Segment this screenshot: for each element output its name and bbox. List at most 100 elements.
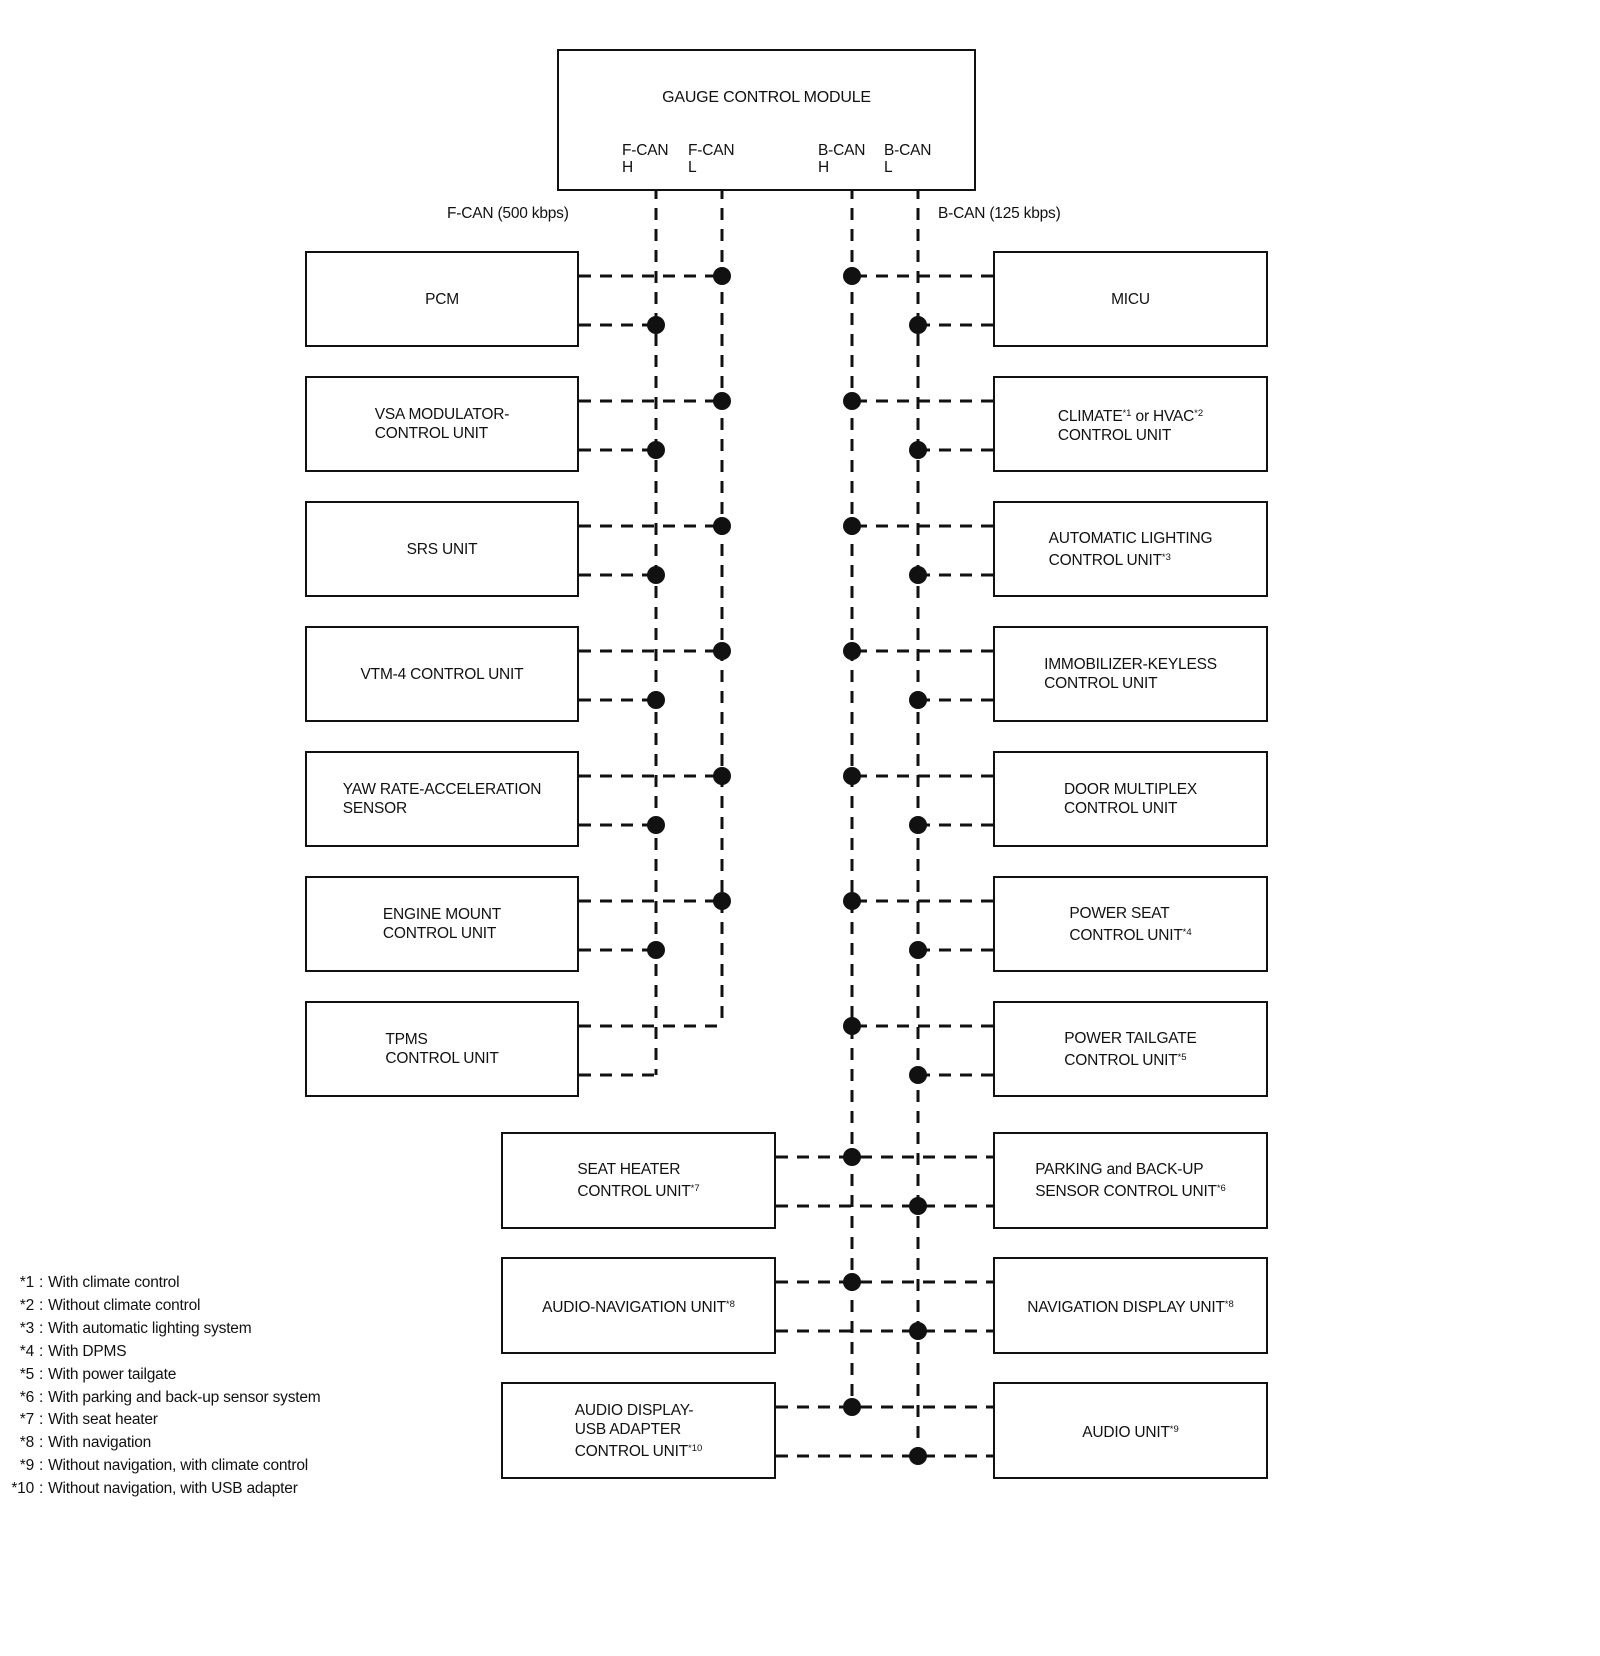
footnote-reference: *1 bbox=[1122, 407, 1132, 419]
footnote-item: *10:Without navigation, with USB adapter bbox=[4, 1478, 321, 1501]
footnote-item: *3:With automatic lighting system bbox=[4, 1318, 321, 1341]
footnote-marker: *7 bbox=[19, 1411, 34, 1429]
footnote-text: With seat heater bbox=[48, 1411, 158, 1429]
junction-dot bbox=[909, 941, 927, 959]
footnote-colon: : bbox=[39, 1388, 44, 1406]
footnote-colon: : bbox=[39, 1457, 44, 1475]
pin-bus-label: B-CAN bbox=[818, 142, 866, 159]
footnote-colon: : bbox=[39, 1411, 44, 1429]
unit-box-micu: MICU bbox=[993, 251, 1268, 347]
footnote-reference: *8 bbox=[1224, 1298, 1234, 1310]
pin-wire-label: H bbox=[818, 158, 829, 176]
unit-box-label: AUDIO UNIT*9 bbox=[1082, 1423, 1179, 1441]
unit-box-navigation-display-unit-8: NAVIGATION DISPLAY UNIT*8 bbox=[993, 1257, 1268, 1354]
footnote-text: With DPMS bbox=[48, 1342, 127, 1360]
junction-dot bbox=[843, 267, 861, 285]
footnote-item: *9:Without navigation, with climate cont… bbox=[4, 1455, 321, 1478]
unit-box-label: AUDIO-NAVIGATION UNIT*8 bbox=[542, 1298, 735, 1316]
junction-dot bbox=[713, 392, 731, 410]
footnote-marker: *5 bbox=[19, 1365, 34, 1383]
pin-bus-label: B-CAN bbox=[884, 142, 932, 159]
gauge-control-module-title: GAUGE CONTROL MODULE bbox=[662, 89, 871, 106]
footnote-marker: *1 bbox=[19, 1274, 34, 1291]
footnote-reference: *9 bbox=[1169, 1423, 1179, 1435]
junction-dot bbox=[909, 1066, 927, 1084]
junction-dot bbox=[647, 441, 665, 459]
footnote-reference: *2 bbox=[1194, 407, 1204, 419]
footnote-marker: *9 bbox=[19, 1457, 34, 1475]
junction-dot bbox=[909, 316, 927, 334]
unit-box-label: MICU bbox=[1111, 290, 1150, 308]
unit-box-vtm-4-control-unit: VTM-4 CONTROL UNIT bbox=[305, 626, 579, 722]
footnote-colon: : bbox=[39, 1365, 44, 1383]
junction-dot bbox=[647, 941, 665, 959]
footnote-text: Without navigation, with climate control bbox=[48, 1457, 309, 1475]
junction-dot bbox=[909, 1447, 927, 1465]
footnote-colon: : bbox=[39, 1434, 44, 1452]
junction-dot bbox=[843, 1017, 861, 1035]
unit-box-pcm: PCM bbox=[305, 251, 579, 347]
unit-box-srs-unit: SRS UNIT bbox=[305, 501, 579, 597]
pin-bus-label: F-CAN bbox=[688, 142, 735, 159]
footnote-marker: *6 bbox=[19, 1388, 34, 1406]
unit-box-label: SRS UNIT bbox=[406, 540, 478, 558]
footnote-marker: *3 bbox=[19, 1319, 34, 1337]
footnote-reference: *5 bbox=[1177, 1051, 1187, 1063]
footnote-item: *5:With power tailgate bbox=[4, 1364, 321, 1387]
junction-dot bbox=[843, 1273, 861, 1291]
pin-wire-label: L bbox=[884, 158, 893, 176]
junction-dot bbox=[713, 892, 731, 910]
pin-wire-label: H bbox=[622, 158, 633, 176]
junction-dot bbox=[647, 816, 665, 834]
unit-box-label: PCM bbox=[425, 290, 459, 308]
junction-dot bbox=[843, 767, 861, 785]
pin-bus-label: F-CAN bbox=[622, 142, 669, 159]
footnote-text: With climate control bbox=[48, 1274, 180, 1291]
footnote-reference: *4 bbox=[1182, 926, 1192, 938]
junction-dot bbox=[843, 392, 861, 410]
junction-dot bbox=[843, 892, 861, 910]
bus-label-b-can: B-CAN (125 kbps) bbox=[938, 205, 1061, 222]
footnote-colon: : bbox=[39, 1274, 44, 1291]
footnote-colon: : bbox=[39, 1480, 44, 1498]
footnote-item: *1:With climate control bbox=[4, 1272, 321, 1295]
footnote-colon: : bbox=[39, 1342, 44, 1360]
junction-dot bbox=[909, 691, 927, 709]
footnote-reference: *10 bbox=[688, 1442, 703, 1454]
footnote-text: Without climate control bbox=[48, 1296, 201, 1314]
junction-dot bbox=[647, 316, 665, 334]
unit-box-vsa-modulator-control-unit: VSA MODULATOR-CONTROL UNIT bbox=[305, 376, 579, 472]
pin-wire-label: L bbox=[688, 158, 697, 176]
junction-dot bbox=[909, 1197, 927, 1215]
footnote-text: With power tailgate bbox=[48, 1365, 177, 1383]
unit-box-audio-navigation-unit-8: AUDIO-NAVIGATION UNIT*8 bbox=[501, 1257, 776, 1354]
junction-dot bbox=[647, 566, 665, 584]
footnote-colon: : bbox=[39, 1319, 44, 1337]
bus-label-f-can: F-CAN (500 kbps) bbox=[447, 205, 569, 222]
junction-dot bbox=[909, 566, 927, 584]
junction-dot bbox=[843, 1398, 861, 1416]
junction-dot bbox=[713, 642, 731, 660]
footnote-text: With parking and back-up sensor system bbox=[48, 1388, 321, 1406]
footnote-reference: *3 bbox=[1161, 551, 1171, 563]
